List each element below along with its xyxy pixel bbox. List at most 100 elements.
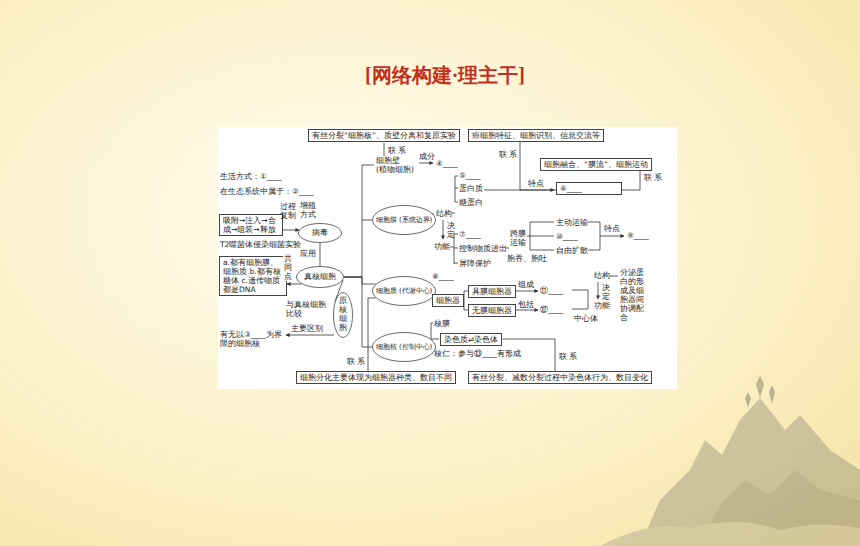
oval-outline [299, 224, 342, 243]
connector [622, 171, 640, 190]
label-text: 结构 [594, 271, 610, 280]
cytoplasm-oval: 细胞质 (代谢中心) [372, 276, 436, 306]
chromatin-box: 染色质⇌染色体 [440, 333, 502, 346]
label-text: 核膜 [434, 319, 450, 328]
oval-outline [373, 277, 436, 306]
label-text: 主要区别 [291, 324, 323, 333]
label-text: 蛋白质 [459, 184, 483, 193]
link-line [362, 143, 384, 220]
arrow [514, 310, 538, 311]
node-text: 细胞膜 (系统边界) [376, 216, 433, 224]
link-box: 癌细胞特征、细胞识别、信息交流等 [468, 129, 604, 142]
connector [320, 243, 321, 266]
label-text: 分泌蛋白的形成及细胞器间协调配合 [620, 268, 644, 322]
label-text: 与真核细胞比较 [286, 300, 328, 318]
oval-outline [334, 293, 353, 338]
link-box: 有丝分裂、减数分裂过程中染色体行为、数目变化 [468, 371, 652, 384]
node-text: 原核细胞 [339, 297, 347, 332]
label-text: ⑤____ [459, 171, 481, 180]
node-text: 病毒 [312, 228, 328, 238]
label-text: 结构 [436, 209, 452, 218]
link-box: 细胞融合、“膜流”、细胞运动 [540, 158, 652, 171]
diagram-panel [218, 127, 677, 389]
label-text: 决定 [602, 283, 610, 301]
label-text: ⑧____ [432, 272, 454, 281]
label-text: 核仁：参与⑬____有形成 [434, 349, 521, 358]
arrow [600, 236, 624, 237]
label-text: 成分 [419, 152, 435, 161]
edge-label: 联 系 [346, 357, 366, 366]
label-text: 功能 [594, 301, 610, 310]
oval-outline [373, 333, 436, 362]
label-text: 自由扩散 [556, 246, 588, 255]
connector [283, 230, 299, 231]
label-text: 增殖方式 [300, 201, 317, 219]
label-text: T2噬菌体侵染细菌实验 [220, 240, 301, 249]
edge-label: 联 系 [558, 352, 578, 361]
label-text: ④____ [436, 159, 458, 168]
node-text: 细胞融合、“膜流”、细胞运动 [544, 160, 648, 169]
label-text: 联 系 [388, 146, 406, 155]
node-text: 细胞核 (控制中心) [376, 343, 433, 351]
label-text: ⑩____ [556, 232, 578, 241]
tree [745, 376, 775, 408]
blank-box: ⑥____ [556, 182, 622, 195]
node-text: 有丝分裂、减数分裂过程中染色体行为、数目变化 [472, 373, 648, 382]
node-text: 有丝分裂“细胞板”、质壁分离和复原实验 [312, 131, 456, 140]
connector [287, 284, 301, 285]
label-text: ⑦____ [459, 230, 481, 239]
label-text: 控制物质进出 [459, 244, 507, 253]
membrane-oval: 细胞膜 (系统边界) [372, 205, 436, 235]
connector [344, 277, 376, 284]
label-text: 决定 [447, 221, 455, 239]
label-text: 有无以③____为界限的细胞核 [220, 330, 282, 348]
edge-label: 共同点 [283, 254, 293, 281]
label-text: ⑪____ [540, 286, 563, 295]
label-text: 糖蛋白 [459, 198, 483, 207]
virus-oval: 病毒 [298, 223, 342, 243]
label-text: 细胞壁 (植物细胞) [376, 156, 418, 174]
label-text: 特点 [604, 224, 620, 233]
arrow [598, 282, 599, 299]
process-box: 吸附→注入→合成→组装→释放 [219, 214, 283, 236]
label-text: 屏障保护 [459, 259, 491, 268]
title: [网络构建·理主干] [320, 62, 570, 89]
node-text: 染色质⇌染色体 [444, 335, 498, 344]
node-text: 细胞分化主要体现为细胞器种类、数目不同 [300, 373, 452, 382]
label-text: ⑫____ [540, 305, 563, 314]
arrow [514, 291, 538, 292]
experiment-box: 有丝分裂“细胞板”、质壁分离和复原实验 [308, 129, 460, 142]
arrow [443, 220, 444, 239]
node-text: 细胞器 [436, 296, 460, 305]
node-text: a.都有细胞膜、细胞质 b.都有核糖体 c.遗传物质都是DNA [223, 258, 283, 294]
label-text: 生活方式：①____ [220, 172, 282, 181]
node-text: 吸附→注入→合成→组装→释放 [223, 216, 279, 234]
label-text: 胞吞、胞吐 [507, 254, 547, 263]
edge-label: 联 系 [643, 173, 663, 182]
prokaryote-oval: 原核细胞 [333, 292, 353, 338]
nucleus-oval: 细胞核 (控制中心) [372, 332, 436, 362]
connector [368, 298, 376, 371]
mountain-base [600, 522, 860, 546]
bracket [428, 176, 458, 214]
node-text: ⑥____ [560, 184, 618, 193]
node-text: 具膜细胞器 [472, 287, 512, 296]
label-text: 功能 [434, 242, 450, 251]
label-text: 应用 [300, 249, 316, 258]
label-text: 过程 [280, 202, 296, 211]
label-text: 中心体 [574, 314, 598, 323]
label-text: ⑨____ [627, 231, 649, 240]
label-text: 组成 [518, 280, 534, 289]
label-text: 主动运输 [556, 218, 588, 227]
label-text: 在生态系统中属于：②____ [220, 187, 314, 196]
node-text: 真核细胞 [304, 272, 336, 282]
organelle-box: 细胞器 [432, 294, 464, 307]
connector [344, 220, 372, 277]
oval-outline [373, 206, 436, 235]
node-text: 细胞质 (代谢中心) [376, 287, 433, 295]
arrow [286, 335, 334, 336]
organelle-box: 无膜细胞器 [468, 304, 516, 317]
arrow [419, 163, 433, 164]
node-text: 癌细胞特征、细胞识别、信息交流等 [472, 131, 600, 140]
eukaryote-oval: 真核细胞 [296, 266, 344, 288]
